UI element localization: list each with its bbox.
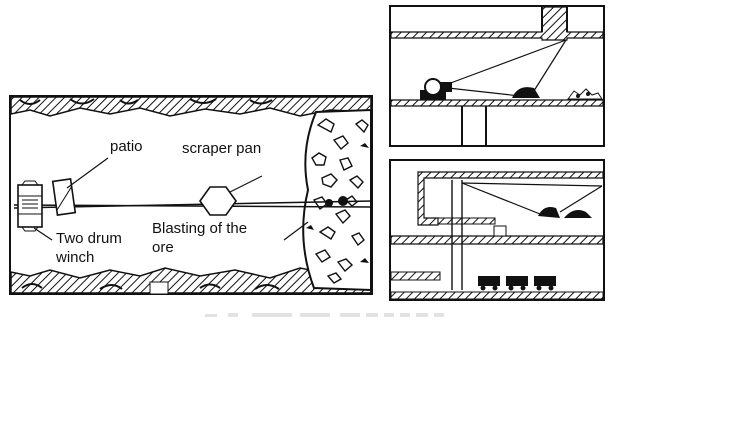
left-panel: patio scraper pan Two drum winch Blastin… [9, 95, 373, 295]
patio-label: patio [110, 138, 143, 155]
scraper-pan [199, 186, 237, 216]
two-drum-winch-label-line2: winch [55, 249, 94, 266]
blasting-label-line1: Blasting of the [152, 220, 247, 237]
mine-cars [478, 276, 556, 291]
scraper-pan-label: scraper pan [182, 140, 261, 157]
top-winch [420, 78, 452, 100]
blasting-label-line2: ore [152, 239, 174, 256]
ore-pile [302, 108, 372, 292]
top-right-panel [389, 5, 605, 147]
two-drum-winch [17, 180, 43, 232]
faint-caption [205, 313, 444, 317]
two-drum-winch-label-line1: Two drum [56, 230, 122, 247]
bottom-right-panel [389, 159, 605, 301]
patio-pulley [51, 178, 77, 216]
